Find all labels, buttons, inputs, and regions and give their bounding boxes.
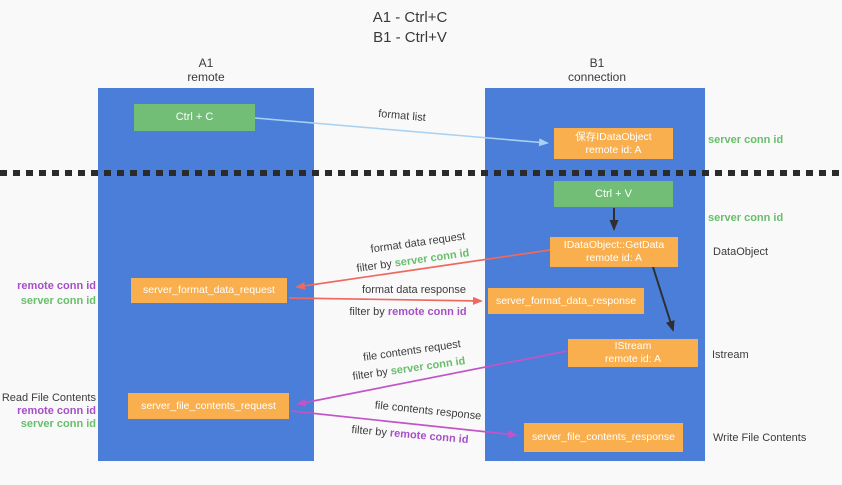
node-format-request-label: server_format_data_request	[143, 284, 275, 296]
annotation-server-conn-id-top: server conn id	[708, 134, 784, 146]
lane-b1-subtitle: connection	[567, 70, 627, 84]
filter-by-text: filter by	[351, 366, 389, 383]
filter-by-text: filter by	[355, 258, 393, 275]
node-format-response-label: server_format_data_response	[495, 294, 637, 307]
node-server-file-contents-response: server_file_contents_response	[524, 423, 683, 452]
node-istream-line1: IStream	[614, 340, 652, 352]
lane-a1-subtitle: remote	[187, 70, 225, 84]
title-line-2: B1 - Ctrl+V	[373, 29, 447, 46]
node-file-request-label: server_file_contents_request	[141, 399, 276, 412]
node-server-file-contents-request: server_file_contents_request	[128, 393, 289, 419]
diagram-title: A1 - Ctrl+C B1 - Ctrl+V	[310, 8, 510, 48]
annotation-server-conn-id-ctrlv: server conn id	[708, 212, 784, 224]
node-istream-line2: remote id: A	[604, 353, 662, 365]
annotation-server-conn-id-file: server conn id	[20, 418, 96, 430]
node-ctrl-v-label: Ctrl + V	[595, 187, 632, 200]
annotation-read-file-contents: Read File Contents	[1, 392, 96, 404]
lane-header-a1: A1 remote	[146, 56, 266, 84]
node-file-response-label: server_file_contents_response	[531, 431, 675, 443]
session-separator-line	[0, 170, 842, 176]
node-idataobject-getdata: IDataObject::GetData remote id: A	[550, 237, 678, 267]
node-ctrl-c: Ctrl + C	[134, 104, 255, 131]
filter-by-text: filter by	[351, 423, 388, 439]
annotation-remote-conn-id-format: remote conn id	[17, 280, 96, 292]
filter-by-text: filter by	[349, 306, 385, 318]
annotation-istream: Istream	[712, 349, 749, 361]
label-file-contents-response: file contents response	[374, 399, 482, 423]
format-data-response-arrow	[288, 296, 483, 305]
label-format-data-response: format data response	[362, 284, 466, 296]
node-ctrl-c-label: Ctrl + C	[175, 111, 214, 123]
lane-b1-name: B1	[589, 56, 605, 70]
lane-a1-name: A1	[198, 56, 214, 70]
node-server-format-data-request: server_format_data_request	[131, 278, 287, 303]
node-ctrl-v: Ctrl + V	[554, 181, 673, 207]
annotation-write-file-contents: Write File Contents	[713, 432, 807, 444]
node-istream: IStream remote id: A	[568, 339, 698, 367]
node-save-idataobject-line2: remote id: A	[585, 143, 642, 156]
lane-header-b1: B1 connection	[537, 56, 657, 84]
node-server-format-data-response: server_format_data_response	[488, 288, 644, 314]
node-save-idataobject: 保存IDataObject remote id: A	[554, 128, 673, 159]
remote-conn-id-text: remote conn id	[389, 427, 469, 447]
node-save-idataobject-line1: 保存IDataObject	[575, 130, 652, 143]
annotation-remote-conn-id-file: remote conn id	[17, 405, 96, 417]
annotation-dataobject: DataObject	[713, 246, 769, 258]
remote-conn-id-text: remote conn id	[387, 306, 467, 318]
label-format-list: format list	[377, 107, 427, 125]
node-getdata-line2: remote id: A	[585, 252, 643, 264]
title-line-1: A1 - Ctrl+C	[372, 9, 448, 26]
annotation-server-conn-id-format: server conn id	[20, 295, 96, 307]
node-getdata-line1: IDataObject::GetData	[563, 239, 665, 251]
